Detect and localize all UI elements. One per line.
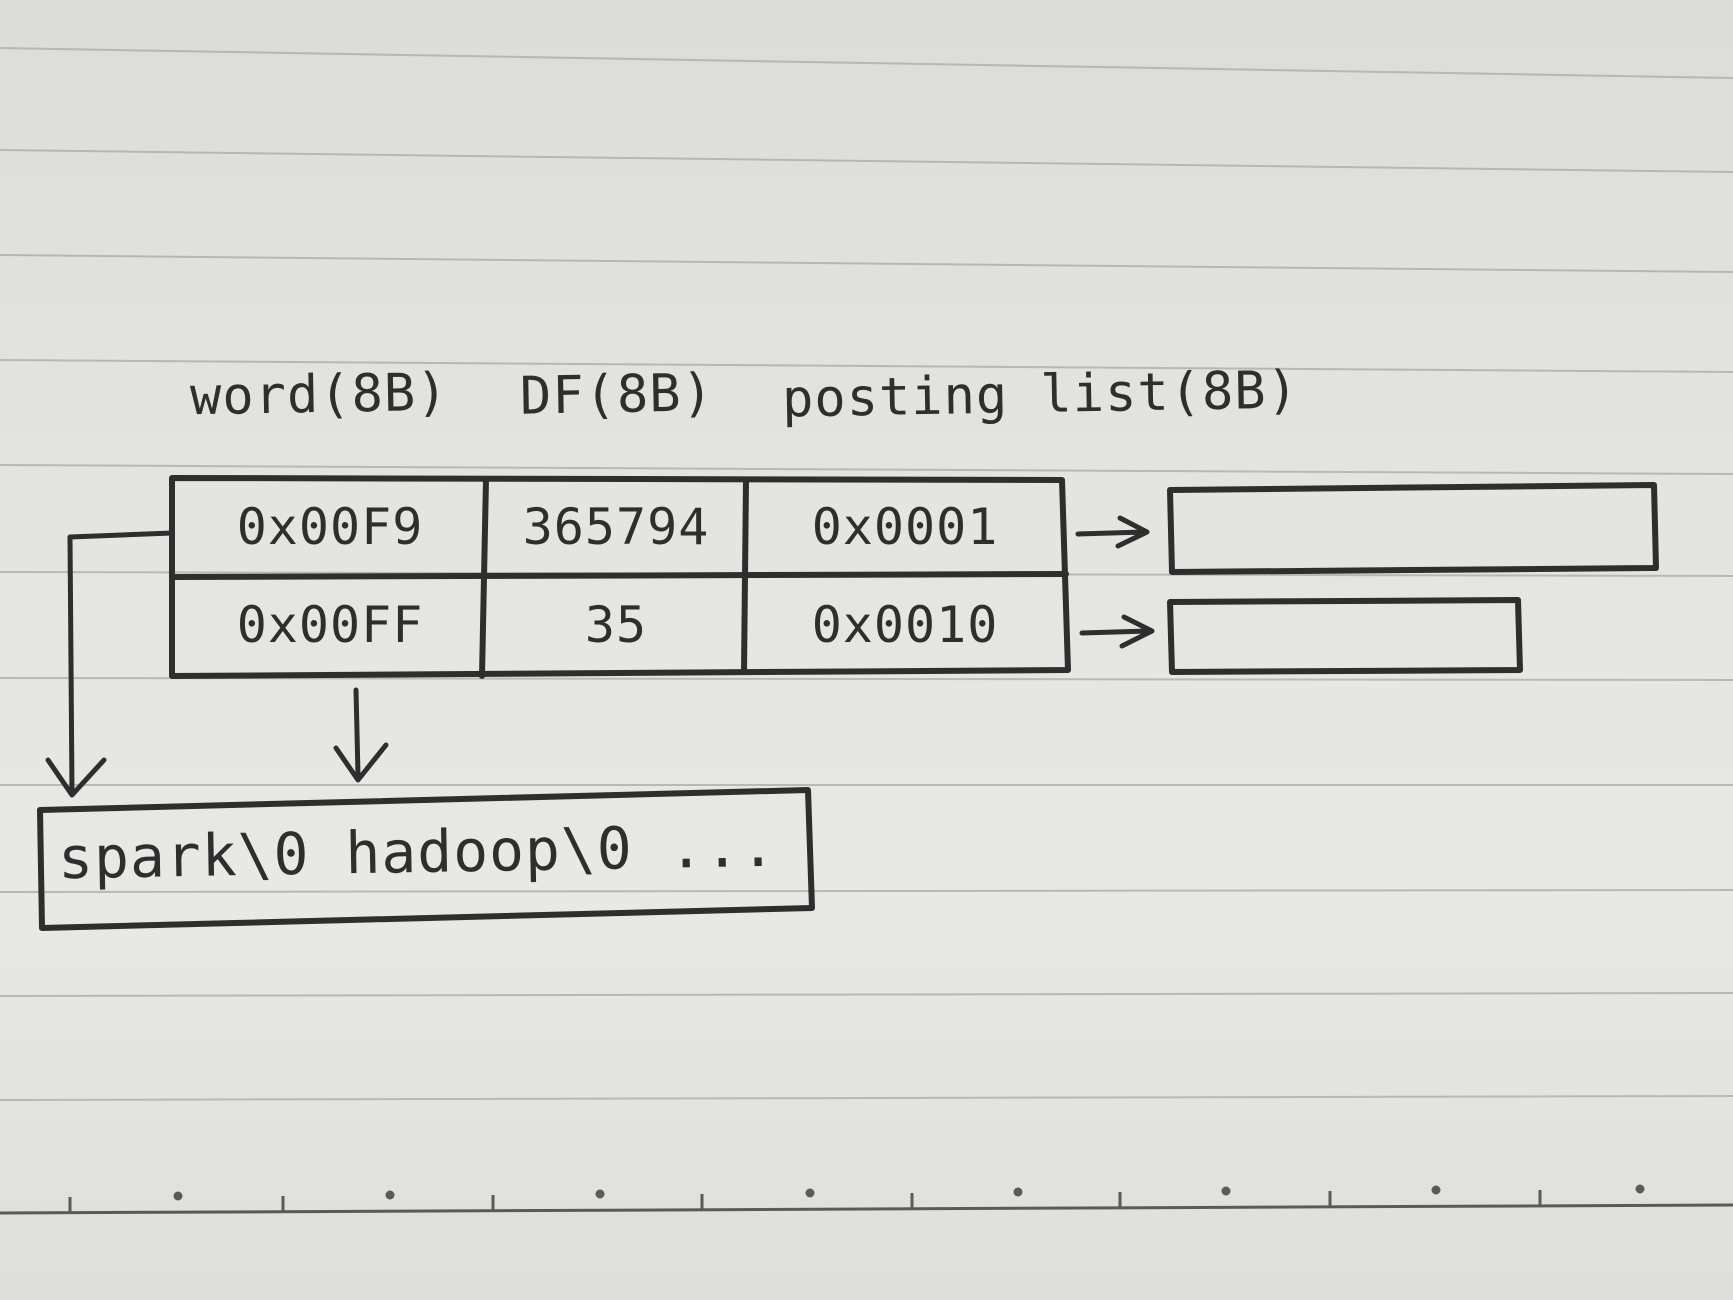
posting-list-blocks: [1167, 482, 1659, 675]
table-cell-word: 0x00F9: [236, 498, 424, 556]
header-word: word(8B): [189, 362, 449, 428]
posting-arrows: [1075, 515, 1155, 649]
bottom-rule: [0, 1184, 1733, 1215]
column-divider-1: [479, 476, 489, 679]
posting-block-1: [1167, 482, 1659, 575]
column-divider-2: [741, 477, 749, 675]
table-cell-word: 0x00FF: [236, 596, 424, 654]
posting-block-2: [1167, 597, 1523, 675]
header-df: DF(8B): [519, 363, 715, 427]
header-posting-list: posting list(8B): [781, 360, 1300, 430]
table-cell-df: 35: [584, 596, 648, 654]
row-divider: [169, 571, 1069, 580]
arrow-row2-to-block2: [1079, 614, 1155, 649]
table-cell-df: 365794: [522, 498, 710, 556]
word-pointer-arrows: [45, 530, 389, 798]
table-cell-posting: 0x0010: [811, 596, 999, 654]
index-table: [169, 475, 1071, 679]
string-block-box: [37, 787, 815, 931]
table-outline: [169, 475, 1071, 679]
arrow-row1-to-block1: [1075, 515, 1150, 549]
arrow-row2-word-to-string: [333, 687, 389, 783]
string-block-text: spark\0 hadoop\0 ...: [57, 811, 777, 893]
table-cell-posting: 0x0001: [811, 498, 999, 556]
arrow-row1-word-to-string: [45, 530, 175, 798]
